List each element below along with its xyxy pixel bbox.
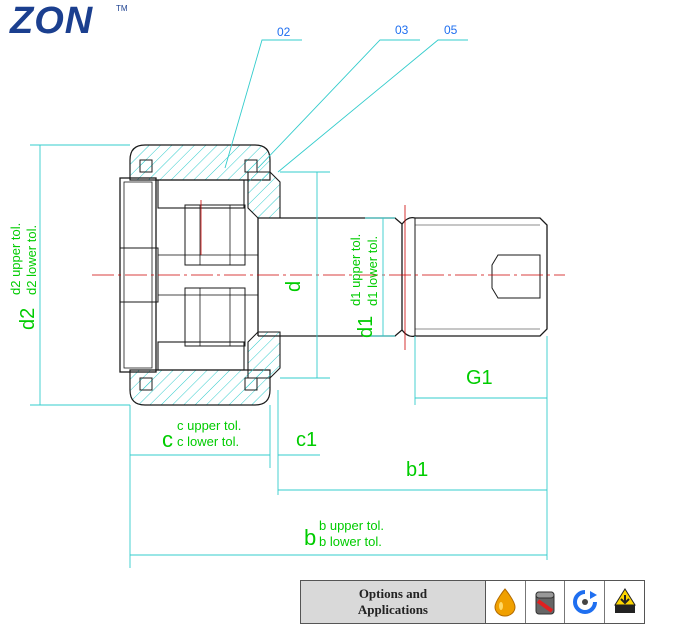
dim-b1: b1 bbox=[406, 459, 428, 481]
dim-b: b bbox=[304, 525, 316, 550]
dim-d2-lower: d2 lower tol. bbox=[24, 225, 39, 295]
callout-05: 05 bbox=[444, 23, 458, 37]
option-seal[interactable] bbox=[526, 581, 566, 623]
dim-b-upper: b upper tol. bbox=[319, 518, 384, 533]
options-label: Options and Applications bbox=[301, 581, 486, 623]
dim-d1-lower: d1 lower tol. bbox=[365, 236, 380, 306]
dim-c: c bbox=[162, 427, 173, 452]
dim-c-upper: c upper tol. bbox=[177, 418, 241, 433]
dim-b-lower: b lower tol. bbox=[319, 534, 382, 549]
load-weight-icon bbox=[613, 588, 636, 613]
logo-text: ZON bbox=[10, 0, 94, 42]
callout-02: 02 bbox=[277, 25, 291, 39]
option-rotation[interactable] bbox=[565, 581, 606, 623]
dim-d1-upper: d1 upper tol. bbox=[348, 234, 363, 306]
cam-follower-drawing: 02 03 05 d2 d2 upper tol. d2 lower tol. bbox=[8, 23, 565, 568]
options-label-line1: Options and bbox=[358, 586, 428, 601]
callout-03: 03 bbox=[395, 23, 409, 37]
dimension-lines bbox=[30, 144, 548, 568]
thrust-washer bbox=[247, 171, 281, 379]
dim-d2: d2 bbox=[17, 308, 39, 330]
dim-d1: d1 bbox=[355, 316, 377, 338]
option-load[interactable] bbox=[605, 581, 644, 623]
dim-c-lower: c lower tol. bbox=[177, 434, 239, 449]
logo-trademark: TM bbox=[116, 4, 128, 13]
zon-logo: ZON TM bbox=[10, 0, 128, 42]
option-oil[interactable] bbox=[486, 581, 526, 623]
options-label-line2: Applications bbox=[357, 602, 428, 617]
centerlines bbox=[92, 200, 565, 350]
dim-d: d bbox=[283, 281, 305, 292]
dim-G1: G1 bbox=[466, 367, 493, 389]
dim-d2-upper: d2 upper tol. bbox=[8, 223, 23, 295]
outer-ring bbox=[129, 144, 271, 406]
rotation-icon bbox=[572, 590, 597, 614]
callout-leaders bbox=[224, 39, 468, 173]
seals bbox=[139, 159, 258, 391]
oil-drop-icon bbox=[494, 588, 516, 617]
seal-icon bbox=[535, 591, 555, 615]
dim-c1: c1 bbox=[296, 429, 317, 451]
options-applications-bar: Options and Applications bbox=[300, 580, 645, 624]
